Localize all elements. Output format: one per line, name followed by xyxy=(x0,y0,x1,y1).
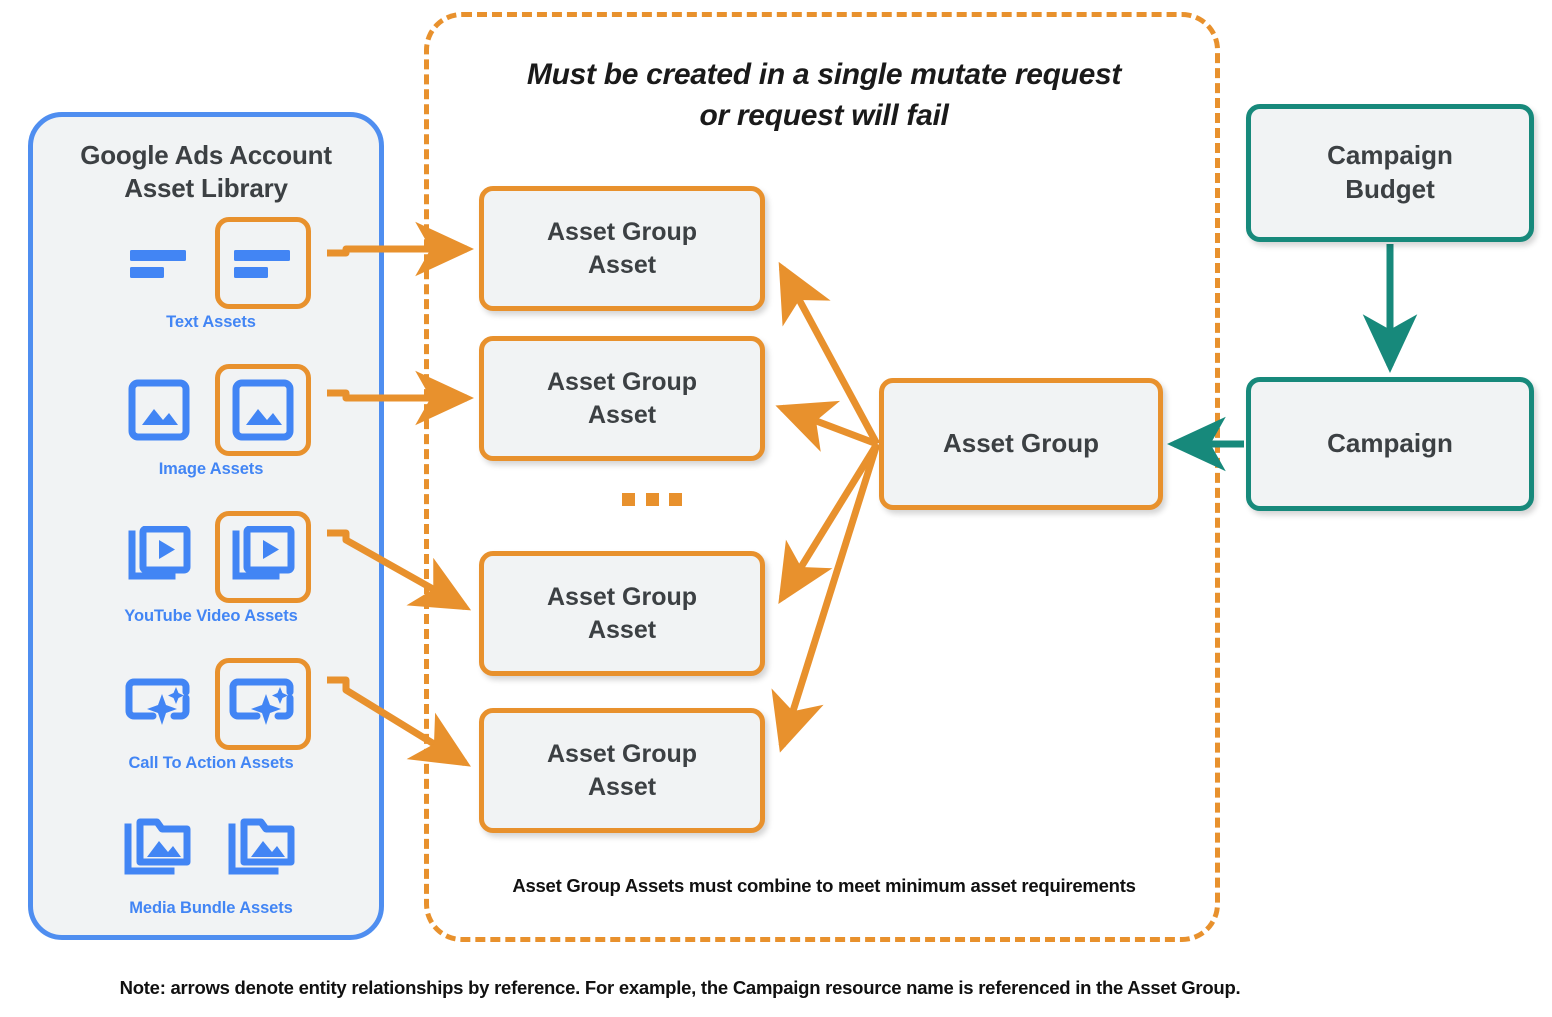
asset-row-media-bundle: Media Bundle Assets xyxy=(33,801,389,929)
ellipsis-indicator xyxy=(622,491,682,507)
asset-row-youtube: YouTube Video Assets xyxy=(33,509,389,637)
node-asset-group-asset-4-line2: Asset xyxy=(587,772,657,801)
node-campaign-budget-line1: Campaign xyxy=(1327,140,1453,171)
node-asset-group-asset-3[interactable]: Asset Group Asset xyxy=(479,551,765,676)
node-asset-group-asset-4-line1: Asset Group xyxy=(546,740,698,768)
node-asset-group-asset-3-line2: Asset xyxy=(587,615,657,644)
node-campaign-budget-line2: Budget xyxy=(1345,174,1435,204)
minimum-asset-requirements-note: Asset Group Assets must combine to meet … xyxy=(512,875,1136,896)
asset-library-panel: Google Ads Account Asset Library xyxy=(28,112,384,940)
node-asset-group-asset-2[interactable]: Asset Group Asset xyxy=(479,336,765,461)
asset-library-title: Google Ads Account Asset Library xyxy=(33,139,379,206)
asset-glyph-pair-cta xyxy=(33,656,389,752)
asset-caption-text: Text Assets xyxy=(166,313,256,331)
asset-glyph-pair-text xyxy=(33,215,389,311)
ellipsis-dot-1 xyxy=(622,492,635,506)
asset-caption-image: Image Assets xyxy=(158,460,264,478)
media-bundle-asset-icon-plain xyxy=(111,803,207,895)
node-asset-group-asset-1-line2: Asset xyxy=(587,250,657,279)
asset-caption-media-bundle: Media Bundle Assets xyxy=(129,899,293,917)
mutate-heading-line1: Must be created in a single mutate reque… xyxy=(526,58,1122,91)
node-asset-group-asset-4[interactable]: Asset Group Asset xyxy=(479,708,765,833)
call-to-action-asset-icon-selected[interactable] xyxy=(215,658,311,750)
node-asset-group-asset-1-line1: Asset Group xyxy=(546,218,698,246)
node-campaign-label: Campaign xyxy=(1327,428,1453,459)
node-asset-group-asset-2-line2: Asset xyxy=(587,400,657,429)
image-asset-icon-plain xyxy=(111,364,207,456)
node-asset-group-asset-1[interactable]: Asset Group Asset xyxy=(479,186,765,311)
node-asset-group-asset-3-line1: Asset Group xyxy=(546,583,698,611)
asset-glyph-pair-media-bundle xyxy=(33,801,389,897)
mutate-request-container xyxy=(424,12,1220,942)
call-to-action-asset-icon-plain xyxy=(111,658,207,750)
node-asset-group[interactable]: Asset Group xyxy=(879,378,1163,510)
youtube-video-asset-icon-plain xyxy=(111,511,207,603)
asset-row-text: Text Assets xyxy=(33,215,389,343)
ellipsis-dot-2 xyxy=(645,492,659,506)
node-asset-group-label: Asset Group xyxy=(942,428,1100,459)
asset-glyph-pair-image xyxy=(33,362,389,458)
asset-library-title-line1: Google Ads Account xyxy=(80,140,332,170)
ellipsis-dot-3 xyxy=(669,492,682,506)
asset-row-image: Image Assets xyxy=(33,362,389,490)
node-asset-group-asset-2-line1: Asset Group xyxy=(546,368,698,396)
asset-caption-call-to-action: Call To Action Assets xyxy=(128,754,294,772)
mutate-heading-line2: or request will fail xyxy=(699,99,949,133)
text-asset-icon-plain xyxy=(111,217,207,309)
text-asset-icon-selected[interactable] xyxy=(215,217,311,309)
asset-library-title-line2: Asset Library xyxy=(124,173,288,204)
mutate-requirement-heading: Must be created in a single mutate reque… xyxy=(444,54,1204,137)
image-asset-icon-selected[interactable] xyxy=(215,364,311,456)
asset-caption-youtube: YouTube Video Assets xyxy=(124,607,298,625)
asset-glyph-pair-youtube xyxy=(33,509,389,605)
youtube-video-asset-icon-selected[interactable] xyxy=(215,511,311,603)
node-campaign-budget[interactable]: Campaign Budget xyxy=(1246,104,1534,242)
media-bundle-asset-icon-second xyxy=(215,803,311,895)
diagram-bottom-note: Note: arrows denote entity relationships… xyxy=(119,977,1241,998)
asset-row-call-to-action: Call To Action Assets xyxy=(33,656,389,784)
node-campaign[interactable]: Campaign xyxy=(1246,377,1534,511)
